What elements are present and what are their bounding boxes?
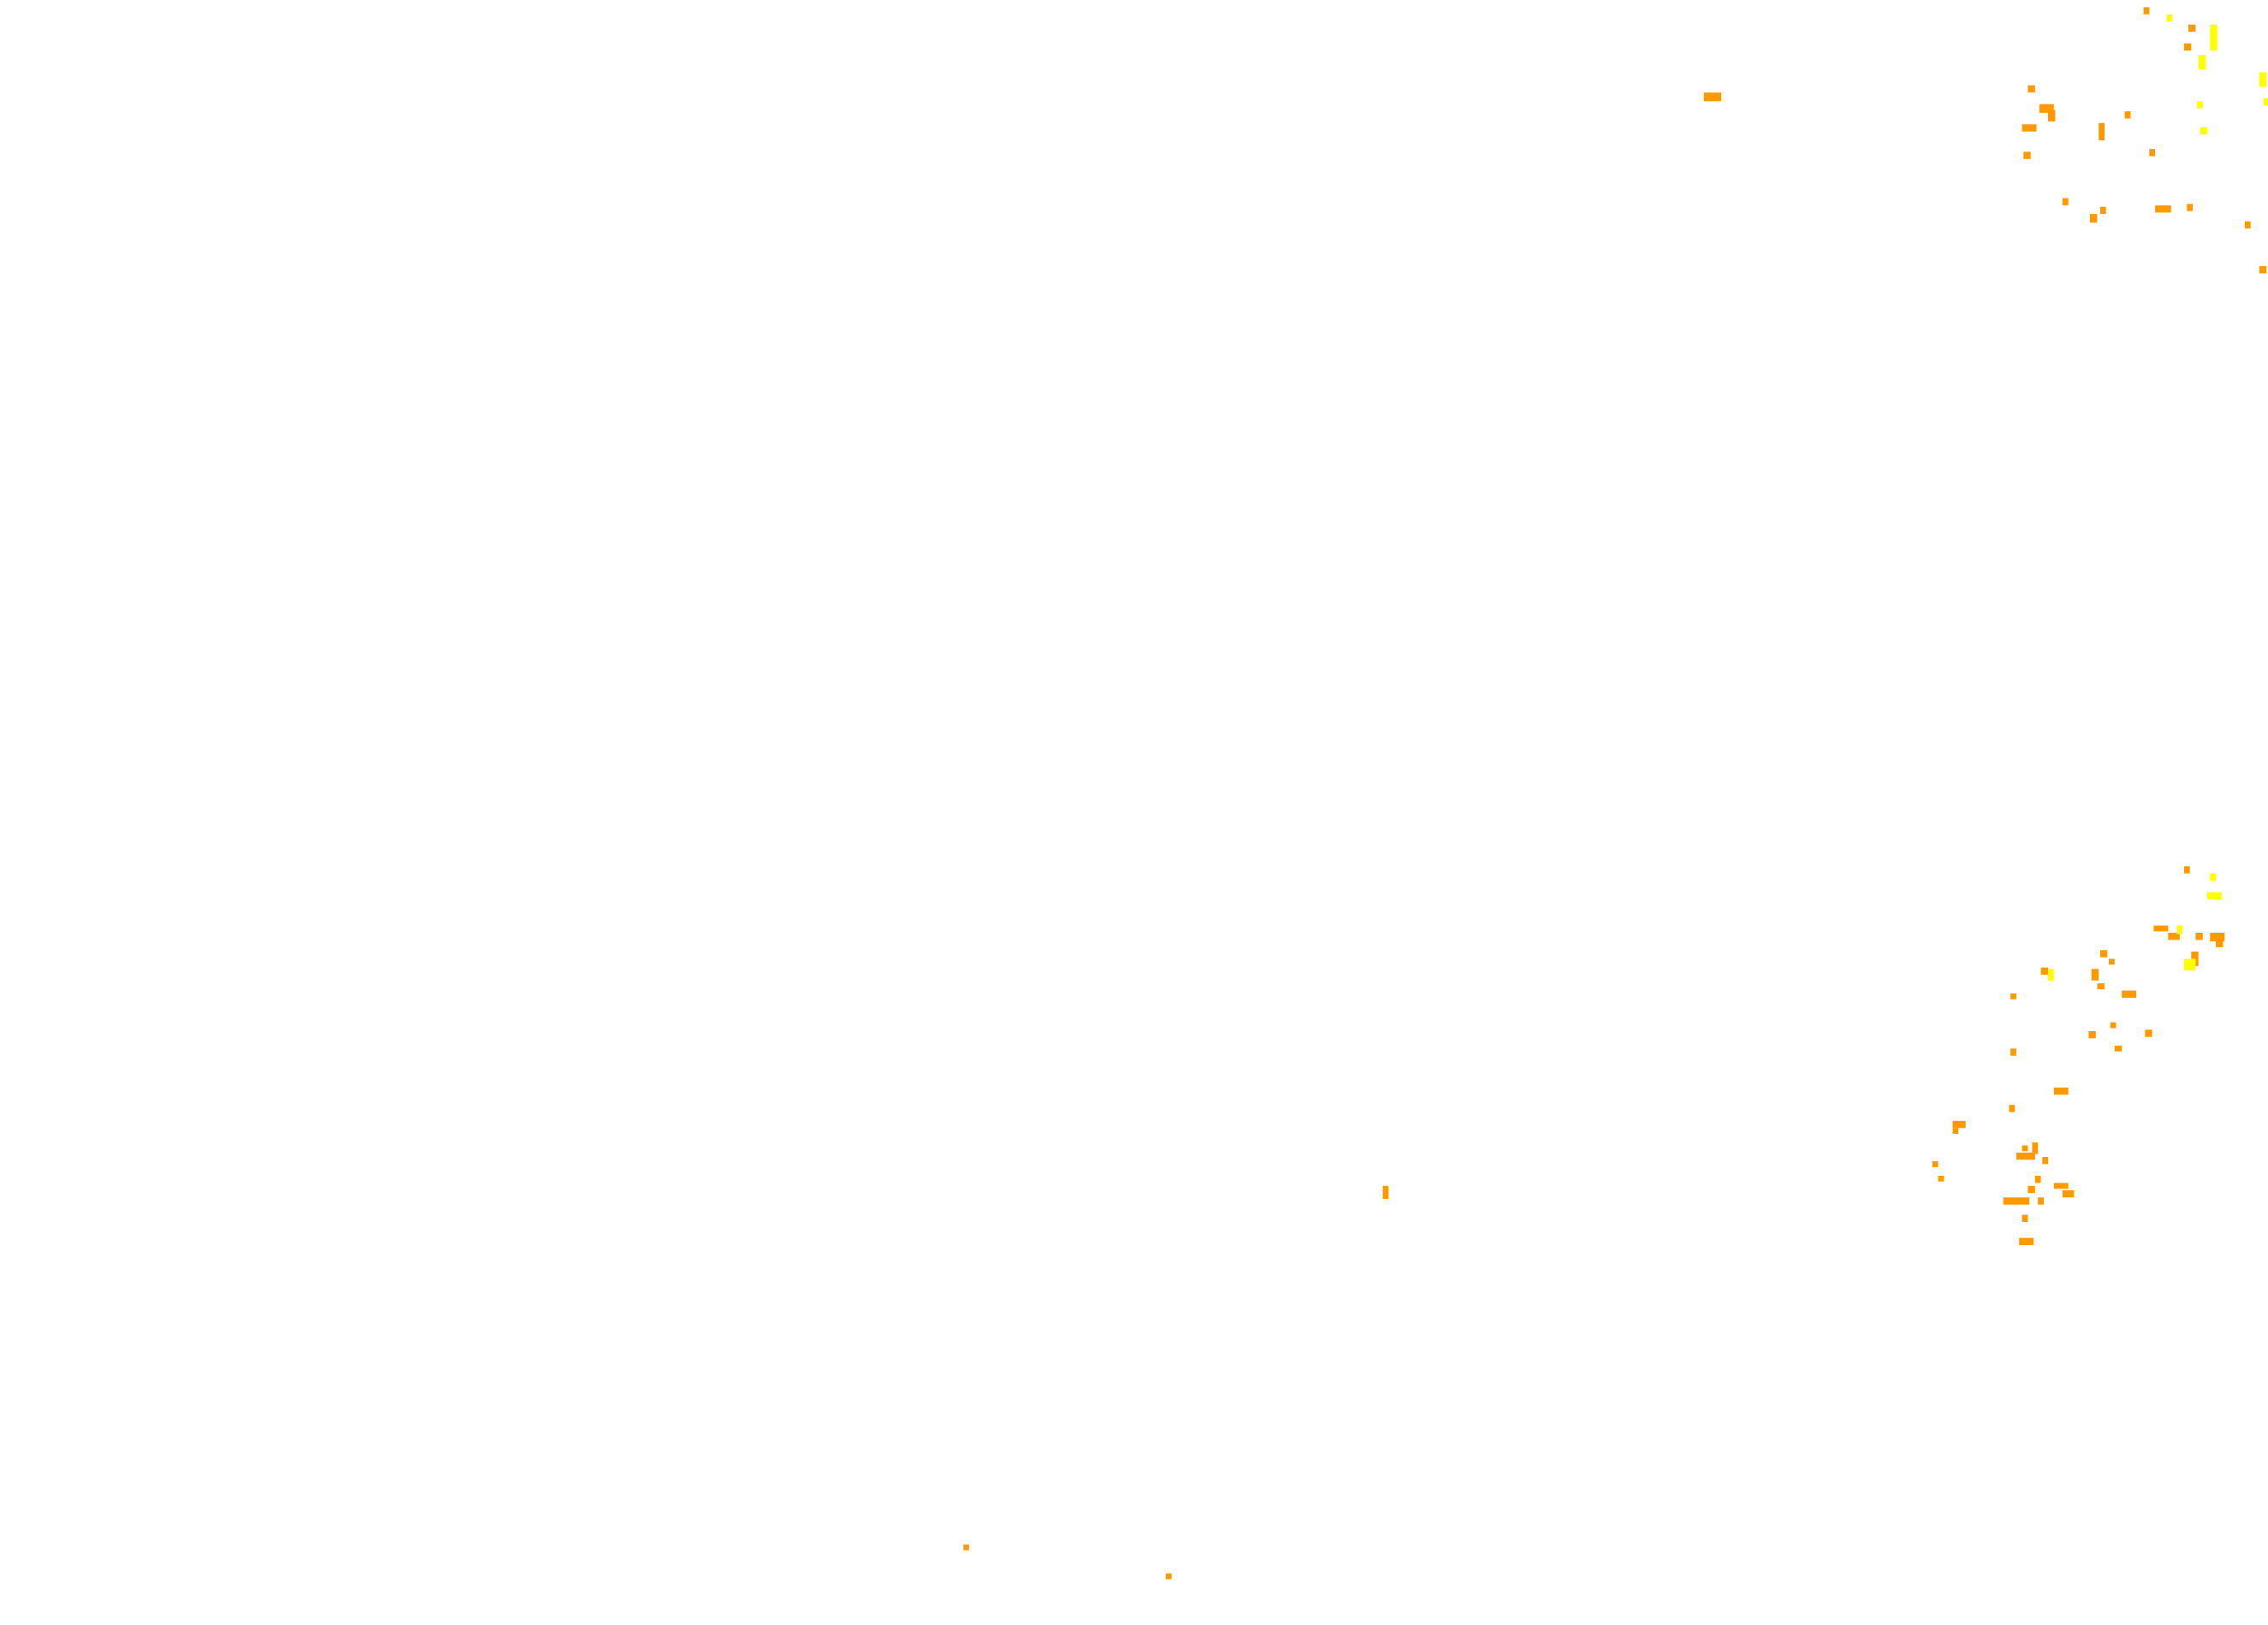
heat-cell-orange: [2048, 110, 2056, 122]
heat-cell-orange: [2099, 122, 2105, 140]
heat-cell-orange: [2124, 111, 2131, 119]
heat-cell-orange: [2010, 993, 2016, 999]
heat-cell-orange: [2016, 1152, 2035, 1160]
heat-cell-yellow: [2210, 24, 2218, 51]
heat-cell-yellow: [2166, 14, 2173, 22]
heat-cell-orange: [2034, 1176, 2041, 1183]
heat-cell-orange: [2210, 933, 2225, 942]
heat-cell-orange: [2168, 933, 2180, 940]
heat-cell-yellow: [2263, 98, 2268, 106]
heat-cell-orange: [2022, 1214, 2028, 1222]
heat-cell-orange: [2187, 204, 2194, 211]
heat-cell-yellow: [2176, 925, 2183, 934]
heat-cell-orange: [2099, 950, 2108, 958]
heat-cell-yellow: [2183, 958, 2196, 970]
heat-cell-orange: [2110, 1022, 2117, 1029]
heat-cell-orange: [2088, 1031, 2096, 1039]
heat-cell-orange: [2183, 866, 2190, 874]
heat-cell-yellow: [2197, 101, 2203, 109]
heat-cell-yellow: [2198, 55, 2206, 70]
heat-cell-orange: [2039, 104, 2054, 113]
heat-cell-orange: [2062, 1189, 2075, 1198]
heat-cell-orange: [2010, 1048, 2016, 1056]
heat-cell-orange: [1382, 1185, 1389, 1199]
heat-cell-orange: [1166, 1573, 1172, 1580]
heat-cell-orange: [2042, 1157, 2049, 1165]
heat-cell-orange: [2009, 1105, 2016, 1112]
heat-cell-orange: [963, 1544, 970, 1551]
heat-cell-orange: [2053, 1183, 2069, 1189]
heat-cell-orange: [2028, 1185, 2035, 1194]
heat-cell-orange: [2062, 198, 2069, 205]
heat-cell-orange: [2028, 85, 2035, 93]
heat-cell-orange: [2183, 43, 2192, 51]
heat-cell-yellow: [2206, 892, 2222, 900]
heat-cell-yellow: [2200, 127, 2207, 135]
heat-cell-orange: [2145, 1029, 2152, 1037]
heat-cell-orange: [2053, 1087, 2069, 1095]
heat-cell-orange: [2099, 206, 2106, 215]
heat-cell-orange: [2259, 266, 2267, 274]
heat-cell-orange: [2090, 214, 2098, 223]
heat-cell-yellow: [2048, 969, 2054, 981]
heat-cell-orange: [2109, 958, 2115, 965]
heat-cell-orange: [2091, 969, 2099, 981]
heat-cell-orange: [1952, 1128, 1959, 1134]
heat-cell-orange: [2188, 24, 2196, 33]
heat-cell-orange: [2216, 940, 2223, 947]
heat-cell-orange: [1952, 1120, 1966, 1129]
heat-cell-orange: [2003, 1197, 2030, 1205]
heat-cells-layer: [963, 7, 2268, 1580]
heat-cell-orange: [2153, 925, 2169, 932]
heat-cell-orange: [2155, 205, 2171, 213]
heat-cell-orange: [1938, 1176, 1944, 1182]
heat-cell-orange: [2023, 151, 2031, 159]
heat-cell-yellow: [2259, 72, 2267, 87]
heat-cell-orange: [2122, 990, 2137, 998]
heat-cell-orange: [2244, 221, 2251, 228]
heat-cell-orange: [2019, 1237, 2034, 1245]
heat-cell-orange: [2022, 1145, 2028, 1152]
heat-cell-orange: [1703, 92, 1722, 102]
heat-cell-orange: [2038, 1197, 2044, 1205]
heat-cell-orange: [2114, 1045, 2123, 1052]
heat-cell-orange: [2195, 933, 2203, 940]
heat-cell-orange: [2143, 7, 2150, 15]
heat-cell-orange: [2022, 124, 2037, 132]
heat-cell-orange: [2191, 952, 2199, 966]
heat-cell-orange: [2097, 983, 2105, 989]
heat-cell-orange: [2040, 967, 2048, 975]
heat-cell-orange: [2149, 149, 2156, 157]
heat-cell-yellow: [2210, 873, 2217, 881]
heat-cell-orange: [2032, 1142, 2039, 1154]
heat-cell-orange: [1932, 1161, 1938, 1167]
